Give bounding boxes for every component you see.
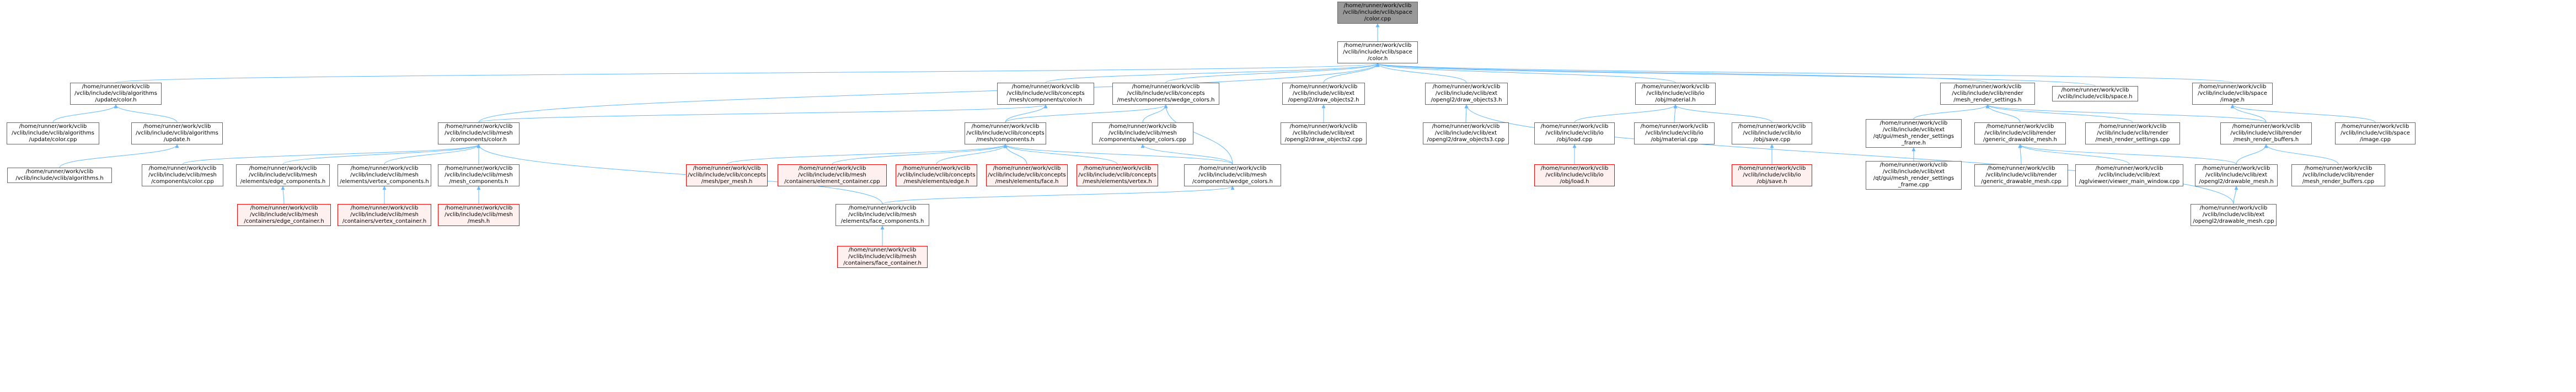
node-mesh-elements-edge-components-h[interactable]: /home/runner/work/vclib /vclib/include/v… <box>236 164 330 186</box>
node-space-color-cpp[interactable]: /home/runner/work/vclib /vclib/include/v… <box>1337 2 1418 24</box>
edge-n40-to-n20 <box>1140 144 1233 165</box>
node-ext-opengl2-draw-objects2-h[interactable]: /home/runner/work/vclib /vclib/include/v… <box>1282 83 1365 105</box>
node-algorithms-update-color-cpp[interactable]: /home/runner/work/vclib /vclib/include/v… <box>7 122 99 144</box>
edge-n16-to-n7 <box>282 144 481 165</box>
edge-n17-to-n7 <box>384 144 481 165</box>
edge-n47-to-n29 <box>2264 144 2339 165</box>
node-mesh-elements-vertex-components-h[interactable]: /home/runner/work/vclib /vclib/include/v… <box>338 164 431 186</box>
node-ext-qglviewer-viewer-main-window-cpp[interactable]: /home/runner/work/vclib /vclib/include/v… <box>2075 164 2183 186</box>
edge-n45-to-n27 <box>2018 144 2130 165</box>
node-io-obj-material-h[interactable]: /home/runner/work/vclib /vclib/include/v… <box>1635 83 1716 105</box>
edge-n38-to-n19 <box>1003 144 1027 165</box>
node-mesh-containers-face-container-h[interactable]: /home/runner/work/vclib /vclib/include/v… <box>837 246 928 268</box>
edge-n40-to-n8 <box>1164 104 1233 165</box>
node-concepts-mesh-components-color-h[interactable]: /home/runner/work/vclib /vclib/include/v… <box>997 83 1094 105</box>
node-io-obj-save-cpp[interactable]: /home/runner/work/vclib /vclib/include/v… <box>1732 122 1812 144</box>
node-io-obj-load-h[interactable]: /home/runner/work/vclib /vclib/include/v… <box>1534 164 1615 186</box>
edge-n4-to-n2 <box>114 104 178 123</box>
edge-n8-to-n1 <box>1165 63 1380 83</box>
edge-n28-to-n12 <box>1985 104 2133 123</box>
edge-n48-to-n10 <box>1464 104 2234 205</box>
node-concepts-mesh-elements-face-h[interactable]: /home/runner/work/vclib /vclib/include/v… <box>986 164 1068 186</box>
edge-n40-to-n19 <box>1003 144 1233 165</box>
node-render-mesh-render-settings-cpp[interactable]: /home/runner/work/vclib /vclib/include/v… <box>2085 122 2180 144</box>
node-algorithms-h[interactable]: /home/runner/work/vclib /vclib/include/v… <box>7 168 112 183</box>
node-mesh-components-color-h[interactable]: /home/runner/work/vclib /vclib/include/v… <box>438 122 520 144</box>
node-concepts-mesh-components-h[interactable]: /home/runner/work/vclib /vclib/include/v… <box>965 122 1046 144</box>
node-render-mesh-render-buffers-cpp[interactable]: /home/runner/work/vclib /vclib/include/v… <box>2291 164 2385 186</box>
node-ext-opengl2-draw-objects2-cpp[interactable]: /home/runner/work/vclib /vclib/include/v… <box>1281 122 1367 144</box>
node-concepts-mesh-components-wedge-colors-h[interactable]: /home/runner/work/vclib /vclib/include/v… <box>1112 83 1219 105</box>
edge-n9-to-n1 <box>1323 63 1380 83</box>
edge-n39-to-n19 <box>1003 144 1118 165</box>
edge-n29-to-n12 <box>1985 104 2267 123</box>
edge-n20-to-n8 <box>1142 104 1168 123</box>
edge-n12-to-n1 <box>1375 63 1988 83</box>
node-ext-opengl2-draw-objects3-h[interactable]: /home/runner/work/vclib /vclib/include/v… <box>1425 83 1508 105</box>
edge-n26-to-n12 <box>1913 104 1990 120</box>
node-ext-opengl2-drawable-mesh-h[interactable]: /home/runner/work/vclib /vclib/include/v… <box>2195 164 2278 186</box>
edge-n30-to-n14 <box>2230 104 2376 123</box>
node-mesh-containers-element-container-cpp[interactable]: /home/runner/work/vclib /vclib/include/v… <box>778 164 887 186</box>
edge-n34-to-n40 <box>882 186 1235 205</box>
edge-n24-to-n11 <box>1673 104 1678 123</box>
node-render-generic-drawable-mesh-cpp[interactable]: /home/runner/work/vclib /vclib/include/v… <box>1974 164 2068 186</box>
node-io-obj-save-h[interactable]: /home/runner/work/vclib /vclib/include/v… <box>1732 164 1812 186</box>
node-concepts-mesh-elements-vertex-h[interactable]: /home/runner/work/vclib /vclib/include/v… <box>1077 164 1158 186</box>
node-mesh-components-color-cpp[interactable]: /home/runner/work/vclib /vclib/include/v… <box>142 164 223 186</box>
edge-n35-to-n19 <box>726 144 1008 165</box>
edge-n13-to-n1 <box>1375 63 2096 87</box>
node-mesh-mesh-components-h[interactable]: /home/runner/work/vclib /vclib/include/v… <box>438 164 520 186</box>
node-ext-opengl2-draw-objects3-cpp[interactable]: /home/runner/work/vclib /vclib/include/v… <box>1423 122 1509 144</box>
node-space-image-cpp[interactable]: /home/runner/work/vclib /vclib/include/v… <box>2335 122 2416 144</box>
edge-n7-to-n6 <box>478 104 1048 123</box>
edge-n3-to-n2 <box>52 104 118 123</box>
edge-n23-to-n11 <box>1574 104 1678 123</box>
node-ext-qt-gui-mesh-render-settings-frame-cpp[interactable]: /home/runner/work/vclib /vclib/include/v… <box>1866 161 1962 190</box>
node-io-obj-material-cpp[interactable]: /home/runner/work/vclib /vclib/include/v… <box>1634 122 1715 144</box>
node-mesh-containers-edge-container-h[interactable]: /home/runner/work/vclib /vclib/include/v… <box>237 204 331 226</box>
edge-n34-to-n7 <box>476 144 883 205</box>
edge-n7-to-n1 <box>478 63 1380 123</box>
node-concepts-mesh-per-mesh-h[interactable]: /home/runner/work/vclib /vclib/include/v… <box>686 164 768 186</box>
edge-n2-to-n1 <box>115 63 1379 83</box>
edge-n46-to-n29 <box>2236 144 2268 165</box>
edge-n48-to-n46 <box>2233 186 2238 205</box>
edge-n5-to-n4 <box>59 144 179 168</box>
node-algorithms-update-h[interactable]: /home/runner/work/vclib /vclib/include/v… <box>131 122 223 144</box>
node-algorithms-update-color-h[interactable]: /home/runner/work/vclib /vclib/include/v… <box>70 83 162 105</box>
node-mesh-components-wedge-colors-cpp[interactable]: /home/runner/work/vclib /vclib/include/v… <box>1092 122 1193 144</box>
edge-n37-to-n19 <box>936 144 1008 165</box>
edge-n19-to-n6 <box>1005 104 1048 123</box>
node-concepts-mesh-elements-edge-h[interactable]: /home/runner/work/vclib /vclib/include/v… <box>896 164 977 186</box>
node-space-color-h[interactable]: /home/runner/work/vclib /vclib/include/v… <box>1337 41 1418 63</box>
edge-n10-to-n1 <box>1375 63 1467 83</box>
edge-n36-to-n19 <box>832 144 1008 165</box>
edge-n11-to-n1 <box>1375 63 1676 83</box>
node-render-generic-drawable-mesh-h[interactable]: /home/runner/work/vclib /vclib/include/v… <box>1974 122 2066 144</box>
node-io-obj-load-cpp[interactable]: /home/runner/work/vclib /vclib/include/v… <box>1534 122 1615 144</box>
edge-n31-to-n16 <box>281 186 285 205</box>
node-mesh-elements-face-components-h[interactable]: /home/runner/work/vclib /vclib/include/v… <box>836 204 929 226</box>
edge-n25-to-n11 <box>1673 104 1772 123</box>
node-ext-qt-gui-mesh-render-settings-frame-h[interactable]: /home/runner/work/vclib /vclib/include/v… <box>1866 119 1962 148</box>
node-ext-opengl2-drawable-mesh-cpp[interactable]: /home/runner/work/vclib /vclib/include/v… <box>2191 204 2277 226</box>
edge-n15-to-n7 <box>182 144 481 165</box>
edge-n14-to-n1 <box>1376 63 2233 83</box>
edge-n6-to-n1 <box>1045 63 1380 83</box>
edge-n44-to-n27 <box>2018 144 2022 165</box>
node-render-mesh-render-buffers-h[interactable]: /home/runner/work/vclib /vclib/include/v… <box>2220 122 2312 144</box>
node-mesh-containers-vertex-container-h[interactable]: /home/runner/work/vclib /vclib/include/v… <box>338 204 431 226</box>
node-render-mesh-render-settings-h[interactable]: /home/runner/work/vclib /vclib/include/v… <box>1940 83 2035 105</box>
edge-n19-to-n8 <box>1005 104 1168 123</box>
node-mesh-components-wedge-colors-h[interactable]: /home/runner/work/vclib /vclib/include/v… <box>1184 164 1281 186</box>
node-mesh-mesh-h[interactable]: /home/runner/work/vclib /vclib/include/v… <box>438 204 520 226</box>
node-space-h[interactable]: /home/runner/work/vclib /vclib/include/v… <box>2052 86 2138 101</box>
edge-n46-to-n27 <box>2018 144 2237 165</box>
node-space-image-h[interactable]: /home/runner/work/vclib /vclib/include/v… <box>2192 83 2273 105</box>
